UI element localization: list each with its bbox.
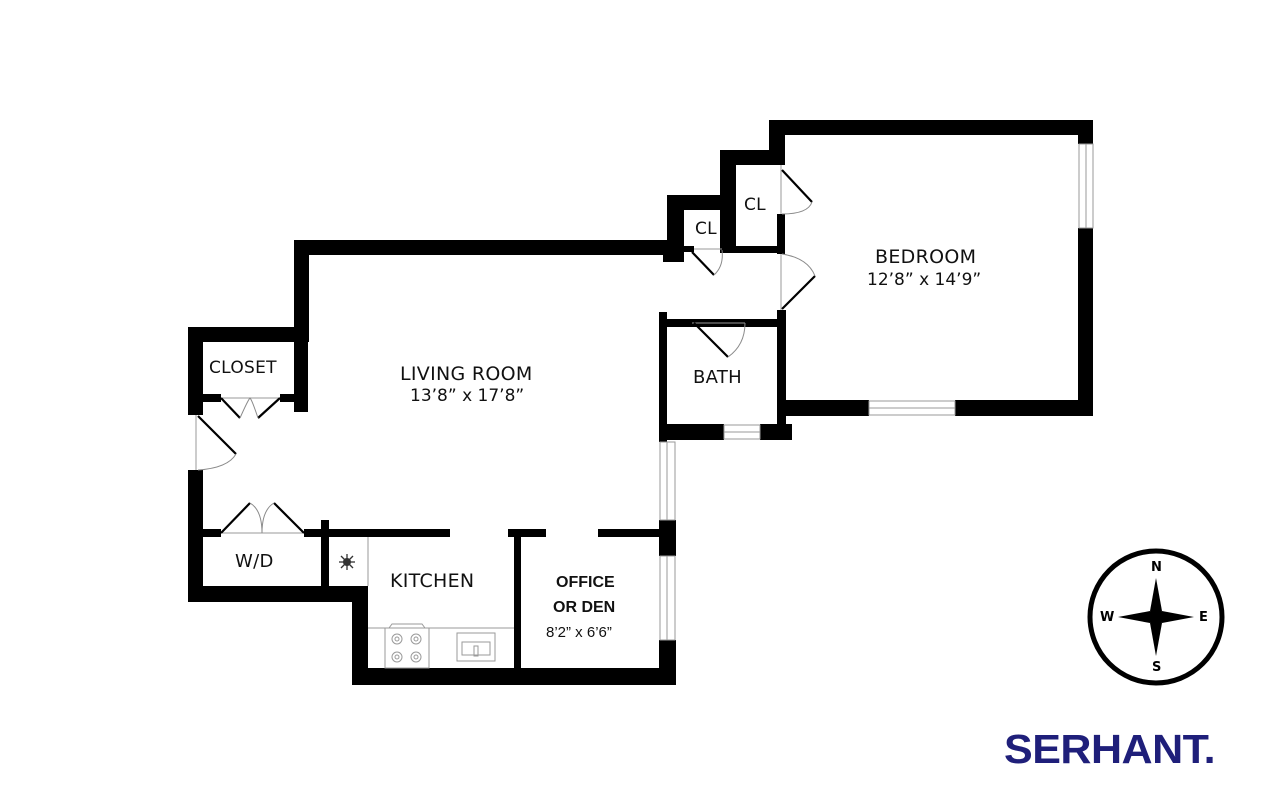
bedroom-dimensions: 12’8” x 14’9” <box>867 270 982 290</box>
living-room-label: LIVING ROOM <box>400 363 533 385</box>
living-room-dimensions: 13’8” x 17’8” <box>410 386 525 406</box>
sink-icon <box>456 632 496 662</box>
compass-south: S <box>1152 660 1162 675</box>
kitchen-label: KITCHEN <box>390 570 475 592</box>
compass-east: E <box>1199 610 1208 625</box>
heater-icon <box>339 554 355 570</box>
closet-label: CLOSET <box>209 358 277 378</box>
compass-west: W <box>1100 610 1115 625</box>
closet-1-label: CL <box>695 219 717 239</box>
closet-2-label: CL <box>744 195 766 215</box>
walls <box>188 120 1093 685</box>
kitchen-fixtures <box>339 537 514 669</box>
bedroom-label: BEDROOM <box>875 246 977 268</box>
compass-icon <box>1087 548 1225 686</box>
wd-label: W/D <box>235 551 274 572</box>
office-label-line1: OFFICE <box>556 574 615 591</box>
stove-icon <box>384 627 430 669</box>
compass-north: N <box>1151 560 1162 575</box>
serhant-logo: SERHANT. <box>1004 726 1216 772</box>
doors <box>195 165 816 534</box>
bath-label: BATH <box>693 367 742 388</box>
windows <box>659 143 1094 641</box>
office-dimensions: 8’2” x 6’6” <box>546 624 612 641</box>
office-label-line2: OR DEN <box>553 599 616 616</box>
